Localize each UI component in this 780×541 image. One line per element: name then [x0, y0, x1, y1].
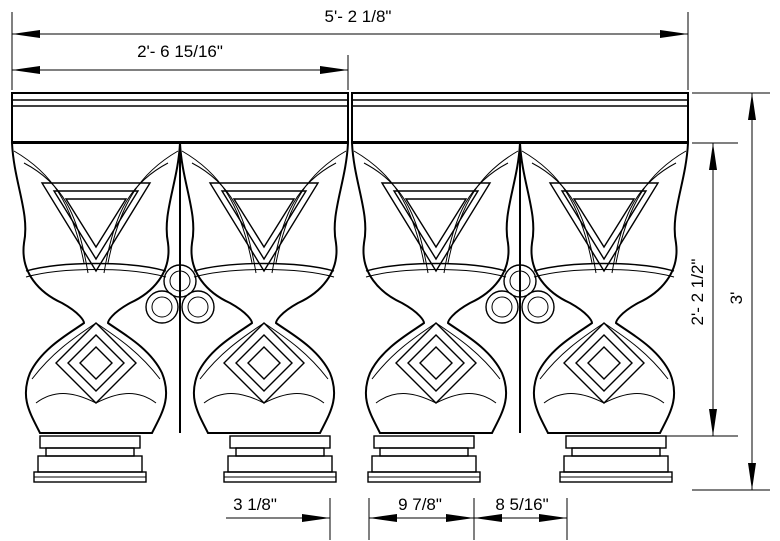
dimension-foot-spacing: 9 7/8" — [368, 495, 475, 540]
section-width-label: 2'- 6 15/16" — [137, 42, 223, 61]
foot-gap-label: 8 5/16" — [495, 495, 548, 514]
foot-1 — [33, 435, 147, 483]
dimension-body-height: 2'- 2 1/2" — [664, 142, 738, 437]
pedestal-feet — [33, 435, 673, 483]
baluster-section-left — [11, 142, 349, 434]
dimension-section-width: 2'- 6 15/16" — [11, 42, 349, 90]
body-height-label: 2'- 2 1/2" — [688, 259, 707, 326]
overall-width-label: 5'- 2 1/8" — [325, 7, 392, 26]
foot-2 — [223, 435, 337, 483]
foot-3 — [367, 435, 481, 483]
dimension-foot-gap: 8 5/16" — [474, 495, 568, 540]
top-rail — [11, 92, 689, 143]
dimension-overall-width: 5'- 2 1/8" — [11, 7, 689, 90]
foot-spacing-label: 9 7/8" — [398, 495, 442, 514]
total-height-label: 3' — [727, 292, 746, 305]
dimension-foot-width: 3 1/8" — [226, 495, 331, 540]
baluster-section-right — [351, 142, 689, 434]
foot-4 — [559, 435, 673, 483]
dimension-total-height: 3' — [692, 92, 770, 491]
foot-width-label: 3 1/8" — [233, 495, 277, 514]
